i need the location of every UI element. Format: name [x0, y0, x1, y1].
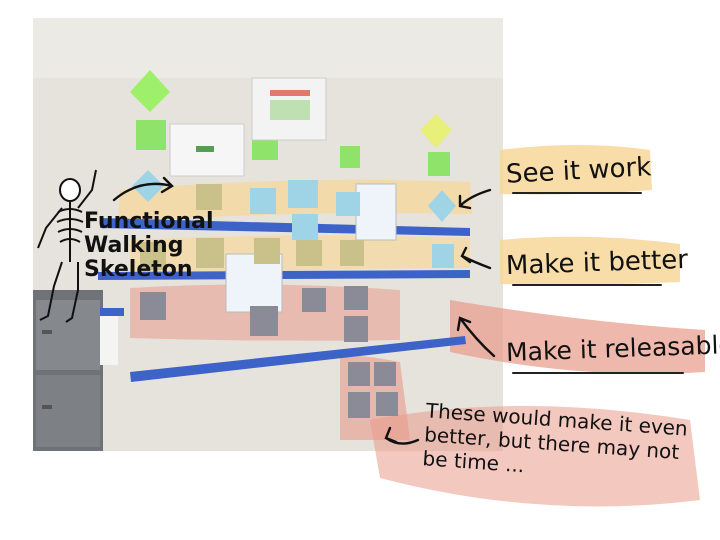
make-it-releasable-underline	[512, 372, 684, 374]
make-it-better-label: Make it better	[505, 244, 689, 282]
arrow-icon	[112, 176, 496, 445]
make-it-better-underline	[512, 284, 662, 286]
sticky-notes	[130, 70, 456, 418]
skeleton-icon	[37, 169, 97, 323]
see-it-work-underline	[512, 192, 642, 194]
functional-walking-skeleton-label: Functional Walking Skeleton	[84, 209, 214, 282]
filing-cabinet	[33, 290, 103, 451]
